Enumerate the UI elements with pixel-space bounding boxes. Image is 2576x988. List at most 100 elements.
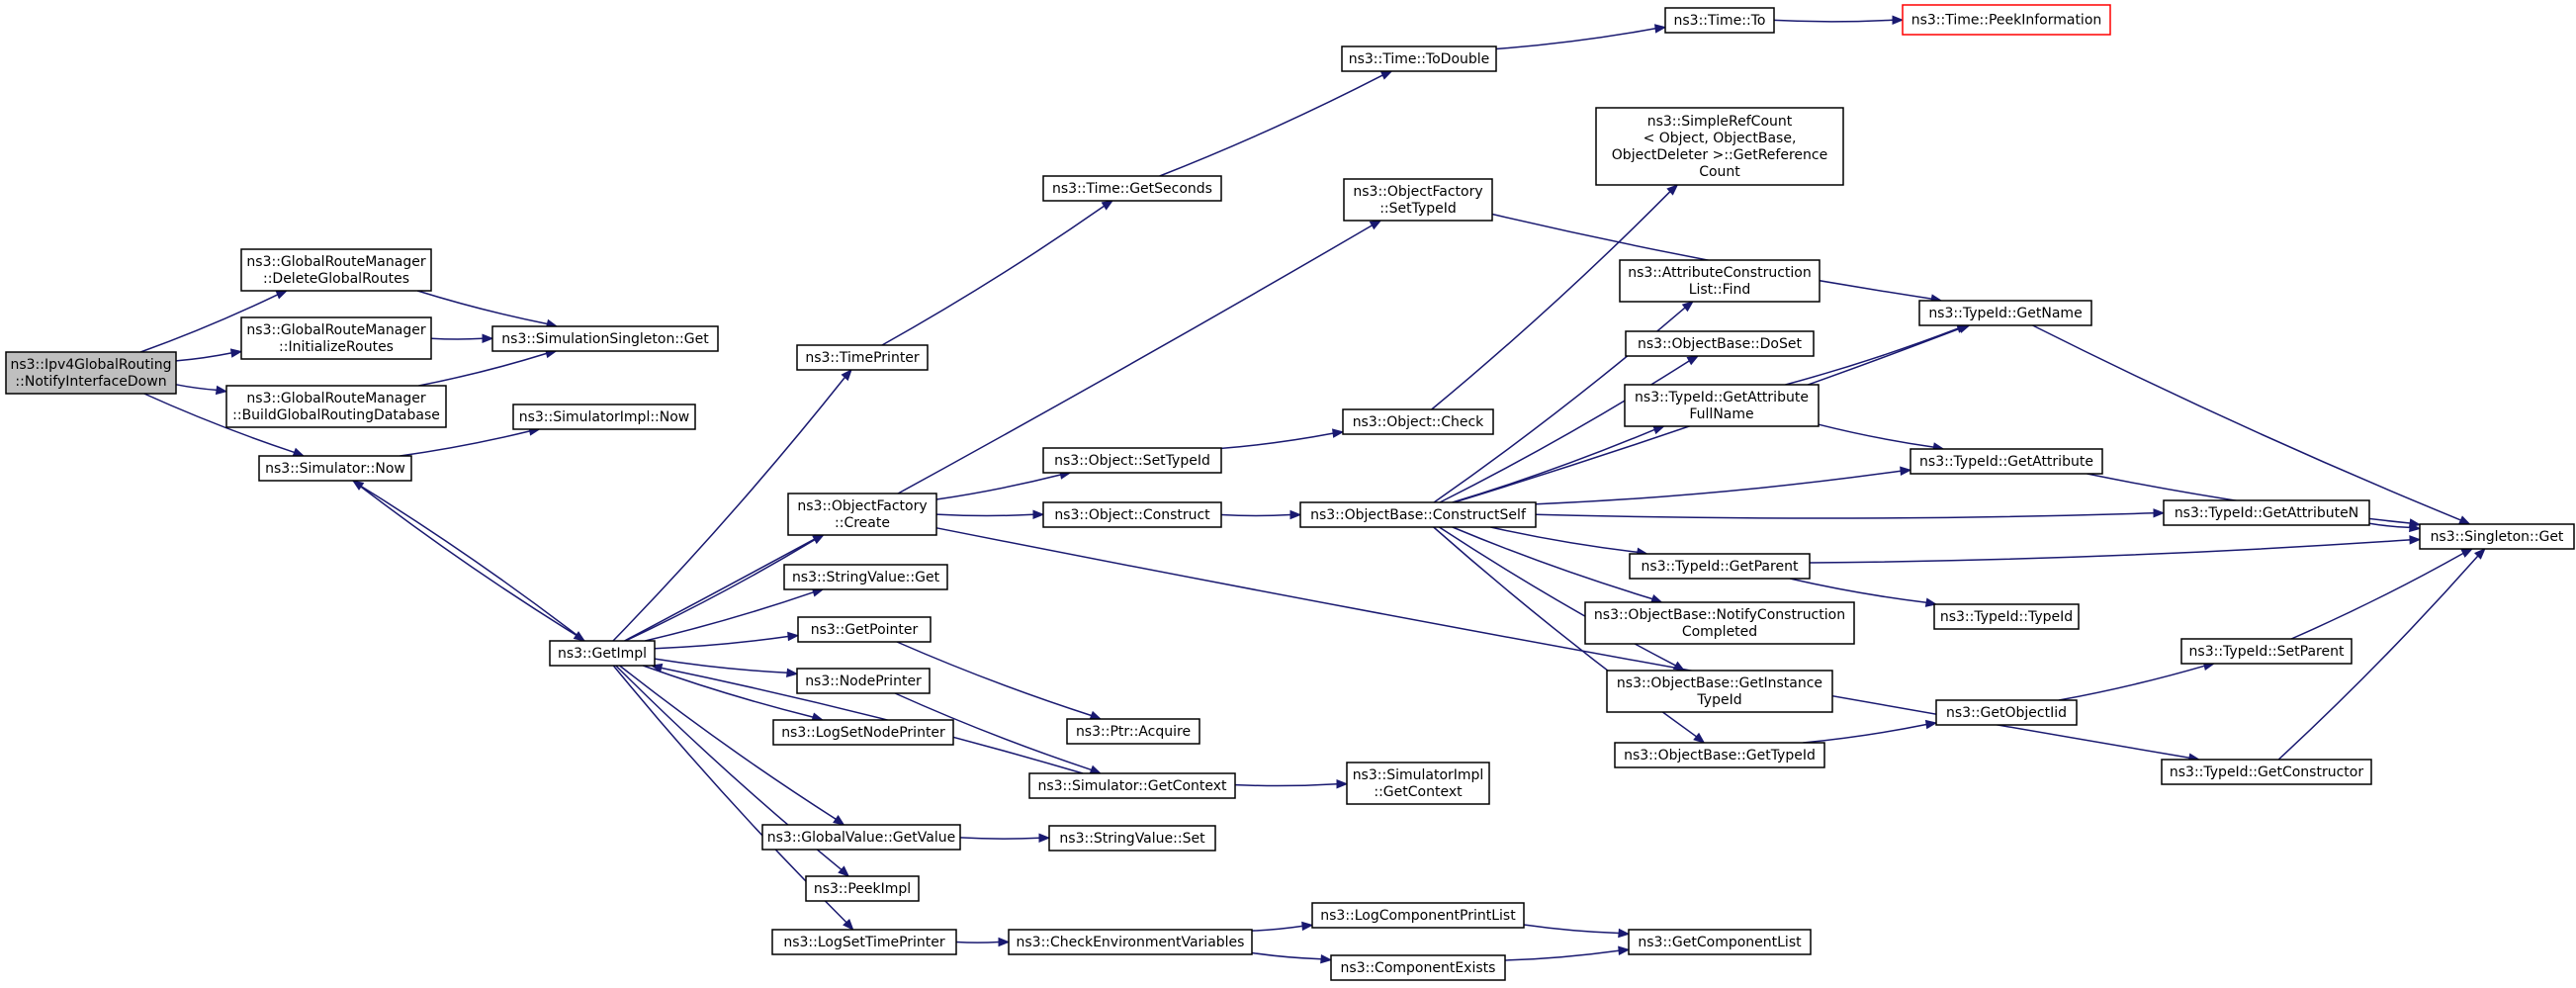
node-sim-impl-get-context[interactable]: ns3::SimulatorImpl::GetContext	[1346, 762, 1490, 805]
node-log-set-node-printer[interactable]: ns3::LogSetNodePrinter	[772, 719, 954, 746]
node-peek-impl[interactable]: ns3::PeekImpl	[805, 875, 920, 902]
node-label: ns3::Ipv4GlobalRouting	[10, 357, 171, 373]
node-component-exists[interactable]: ns3::ComponentExists	[1330, 954, 1506, 981]
node-type-id-get-constructor[interactable]: ns3::TypeId::GetConstructor	[2161, 759, 2372, 785]
node-object-set-type-id[interactable]: ns3::Object::SetTypeId	[1042, 447, 1222, 474]
node-label: ns3::Time::ToDouble	[1349, 51, 1490, 67]
edge-get-impl-to-get-pointer	[654, 635, 789, 650]
node-box	[1629, 553, 1811, 580]
node-box	[1311, 902, 1525, 929]
node-label: ns3::Object::Check	[1353, 414, 1484, 430]
arrowhead-icon	[1693, 732, 1706, 744]
node-box	[796, 344, 929, 371]
edge-check-env-vars-to-component-exists	[1251, 951, 1322, 960]
arrowhead-icon	[2409, 535, 2422, 545]
node-label: FullName	[1689, 406, 1753, 422]
node-time-peek-information[interactable]: ns3::Time::PeekInformation	[1902, 4, 2111, 36]
arrowhead-icon	[2153, 508, 2166, 518]
node-build-global-routing-database[interactable]: ns3::GlobalRouteManager::BuildGlobalRout…	[225, 385, 447, 428]
node-type-id-get-attribute-n[interactable]: ns3::TypeId::GetAttributeN	[2163, 499, 2370, 526]
node-type-id-get-parent[interactable]: ns3::TypeId::GetParent	[1629, 553, 1811, 580]
node-label: ns3::TypeId::GetAttributeN	[2175, 505, 2358, 521]
node-box	[1341, 45, 1497, 72]
node-box	[1933, 603, 2080, 630]
edge-type-id-get-name-to-singleton-get	[2032, 324, 2461, 521]
node-sim-singleton-get[interactable]: ns3::SimulationSingleton::Get	[491, 325, 719, 352]
node-label: ::NotifyInterfaceDown	[15, 374, 166, 390]
node-time-to-double[interactable]: ns3::Time::ToDouble	[1341, 45, 1497, 72]
node-delete-global-routes[interactable]: ns3::GlobalRouteManager::DeleteGlobalRou…	[240, 248, 432, 292]
node-label: Count	[1699, 164, 1740, 180]
node-time-to[interactable]: ns3::Time::To	[1664, 7, 1775, 34]
node-sim-impl-now[interactable]: ns3::SimulatorImpl::Now	[512, 404, 696, 430]
node-type-id-type-id[interactable]: ns3::TypeId::TypeId	[1933, 603, 2080, 630]
node-box	[796, 668, 931, 694]
node-type-id-get-attribute[interactable]: ns3::TypeId::GetAttribute	[1910, 448, 2103, 475]
node-string-value-set[interactable]: ns3::StringValue::Set	[1048, 825, 1216, 852]
arrowhead-icon	[1336, 778, 1349, 789]
node-check-env-vars[interactable]: ns3::CheckEnvironmentVariables	[1008, 929, 1253, 955]
node-label: ns3::ObjectBase::NotifyConstruction	[1594, 607, 1845, 623]
arrowhead-icon	[229, 348, 243, 358]
node-notify-construction-completed[interactable]: ns3::ObjectBase::NotifyConstructionCompl…	[1584, 601, 1855, 645]
node-box	[225, 385, 447, 428]
node-box	[1614, 742, 1825, 768]
arrowhead-icon	[1320, 954, 1333, 964]
edge-root-to-delete-global-routes	[139, 294, 279, 353]
node-label: ns3::StringValue::Set	[1059, 831, 1205, 847]
node-simple-ref-count[interactable]: ns3::SimpleRefCount< Object, ObjectBase,…	[1595, 107, 1844, 186]
node-label: ns3::Time::PeekInformation	[1911, 13, 2102, 29]
node-object-factory-set-type-id[interactable]: ns3::ObjectFactory::SetTypeId	[1343, 178, 1493, 222]
node-initialize-routes[interactable]: ns3::GlobalRouteManager::InitializeRoute…	[240, 316, 432, 360]
node-get-pointer[interactable]: ns3::GetPointer	[797, 616, 932, 643]
node-type-id-set-parent[interactable]: ns3::TypeId::SetParent	[2180, 638, 2353, 665]
edge-root-to-simulator-now	[143, 393, 295, 454]
node-node-printer[interactable]: ns3::NodePrinter	[796, 668, 931, 694]
node-root[interactable]: ns3::Ipv4GlobalRouting::NotifyInterfaceD…	[5, 351, 177, 395]
node-log-set-time-printer[interactable]: ns3::LogSetTimePrinter	[771, 929, 957, 955]
node-get-object-iid[interactable]: ns3::GetObjectIid	[1935, 699, 2078, 726]
node-simulator-now[interactable]: ns3::Simulator::Now	[258, 455, 412, 482]
node-time-get-seconds[interactable]: ns3::Time::GetSeconds	[1042, 175, 1222, 202]
node-time-printer[interactable]: ns3::TimePrinter	[796, 344, 929, 371]
node-label: ns3::GlobalValue::GetValue	[767, 830, 955, 846]
edge-type-id-get-attribute-n-to-singleton-get	[2368, 522, 2411, 529]
node-label: ns3::GlobalRouteManager	[246, 322, 425, 338]
node-box	[240, 316, 432, 360]
node-box	[1584, 601, 1855, 645]
node-label: ns3::LogSetNodePrinter	[781, 725, 945, 741]
node-box	[258, 455, 412, 482]
node-label: ns3::NodePrinter	[805, 674, 922, 689]
node-global-value-get-value[interactable]: ns3::GlobalValue::GetValue	[761, 824, 961, 851]
node-box	[1606, 670, 1833, 713]
node-box	[805, 875, 920, 902]
node-label: ns3::Simulator::GetContext	[1037, 778, 1227, 794]
node-object-base-do-set[interactable]: ns3::ObjectBase::DoSet	[1625, 330, 1815, 357]
edge-type-id-get-parent-to-singleton-get	[1809, 539, 2411, 564]
node-object-construct[interactable]: ns3::Object::Construct	[1042, 501, 1222, 528]
arrowhead-icon	[1038, 833, 1051, 843]
node-box	[1628, 929, 1812, 955]
node-get-component-list[interactable]: ns3::GetComponentList	[1628, 929, 1812, 955]
node-object-factory-create[interactable]: ns3::ObjectFactory::Create	[787, 493, 937, 536]
arrowhead-icon	[2409, 522, 2422, 533]
node-singleton-get[interactable]: ns3::Singleton::Get	[2419, 523, 2575, 550]
node-log-component-print-list[interactable]: ns3::LogComponentPrintList	[1311, 902, 1525, 929]
node-string-value-get[interactable]: ns3::StringValue::Get	[783, 564, 948, 590]
node-ptr-acquire[interactable]: ns3::Ptr::Acquire	[1066, 718, 1200, 745]
node-type-id-get-name[interactable]: ns3::TypeId::GetName	[1918, 300, 2092, 326]
edge-simulator-now-to-get-impl	[352, 480, 577, 636]
node-label: ns3::AttributeConstruction	[1628, 265, 1811, 281]
node-get-impl[interactable]: ns3::GetImpl	[549, 640, 656, 667]
arrowhead-icon	[1672, 661, 1686, 672]
node-construct-self[interactable]: ns3::ObjectBase::ConstructSelf	[1299, 501, 1537, 528]
node-object-base-get-type-id[interactable]: ns3::ObjectBase::GetTypeId	[1614, 742, 1825, 768]
node-box	[1008, 929, 1253, 955]
node-object-check[interactable]: ns3::Object::Check	[1342, 408, 1494, 435]
arrowhead-icon	[787, 631, 800, 642]
node-simulator-get-context[interactable]: ns3::Simulator::GetContext	[1028, 772, 1236, 799]
